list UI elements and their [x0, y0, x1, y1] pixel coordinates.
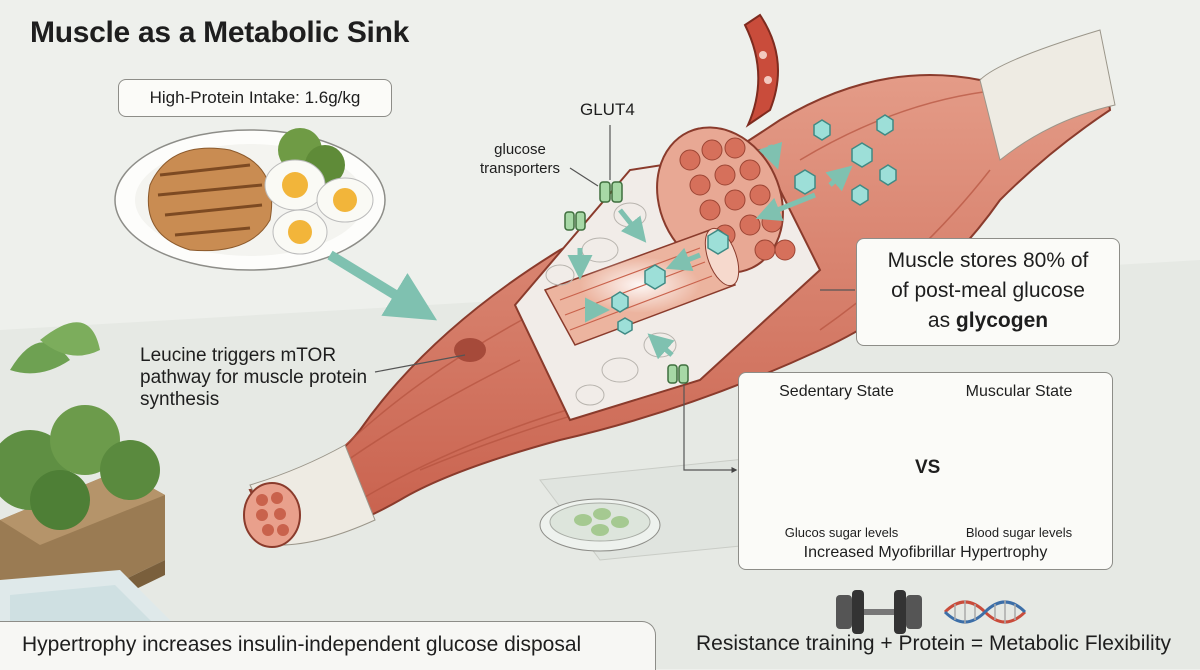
glucose-transporters-label: glucose transporters [479, 141, 561, 177]
state-comparison-panel: Sedentary State Muscular State VS Glucos… [738, 372, 1113, 570]
storage-line-3: as glycogen [857, 306, 1119, 336]
glut4-transporter-icon [564, 181, 689, 384]
glut4-label: GLUT4 [580, 100, 635, 119]
plate-to-muscle-arrow [327, 250, 438, 321]
glucose-molecule-icon [611, 114, 897, 335]
sedentary-state-title: Sedentary State [779, 383, 894, 400]
protein-intake-label: High-Protein Intake: 1.6g/kg [118, 79, 392, 117]
sedentary-caption: Glucos sugar levels [784, 525, 899, 540]
page-title: Muscle as a Metabolic Sink [30, 16, 410, 49]
leucine-mtor-label: Leucine triggers mTOR pathway for muscle… [140, 345, 368, 410]
glucose-flow-arrows [567, 141, 853, 360]
bottom-left-banner: Hypertrophy increases insulin-independen… [0, 621, 656, 670]
glucose-storage-callout: Muscle stores 80% of of post-meal glucos… [856, 238, 1120, 346]
storage-line-1: Muscle stores 80% of [887, 249, 1089, 272]
glycogen-term: glycogen [955, 309, 1049, 332]
muscular-state-title: Muscular State [965, 383, 1073, 400]
muscular-caption: Blood sugar levels [965, 525, 1073, 540]
vs-label: VS [915, 457, 941, 478]
dumbbell-icon [836, 590, 922, 634]
storage-line-3-prefix: as [927, 309, 956, 332]
hypertrophy-footer: Increased Myofibrillar Hypertrophy [803, 544, 1048, 561]
bottom-left-text: Hypertrophy increases insulin-independen… [22, 633, 582, 656]
plate-icon [114, 128, 386, 271]
blood-vessel-icon [743, 13, 779, 128]
petri-dish-icon [539, 498, 661, 552]
dna-icon [943, 600, 1027, 624]
storage-line-2: of post-meal glucose [891, 279, 1085, 302]
leader-lines [374, 125, 855, 473]
bottom-right-text: Resistance training + Protein = Metaboli… [696, 632, 1172, 655]
